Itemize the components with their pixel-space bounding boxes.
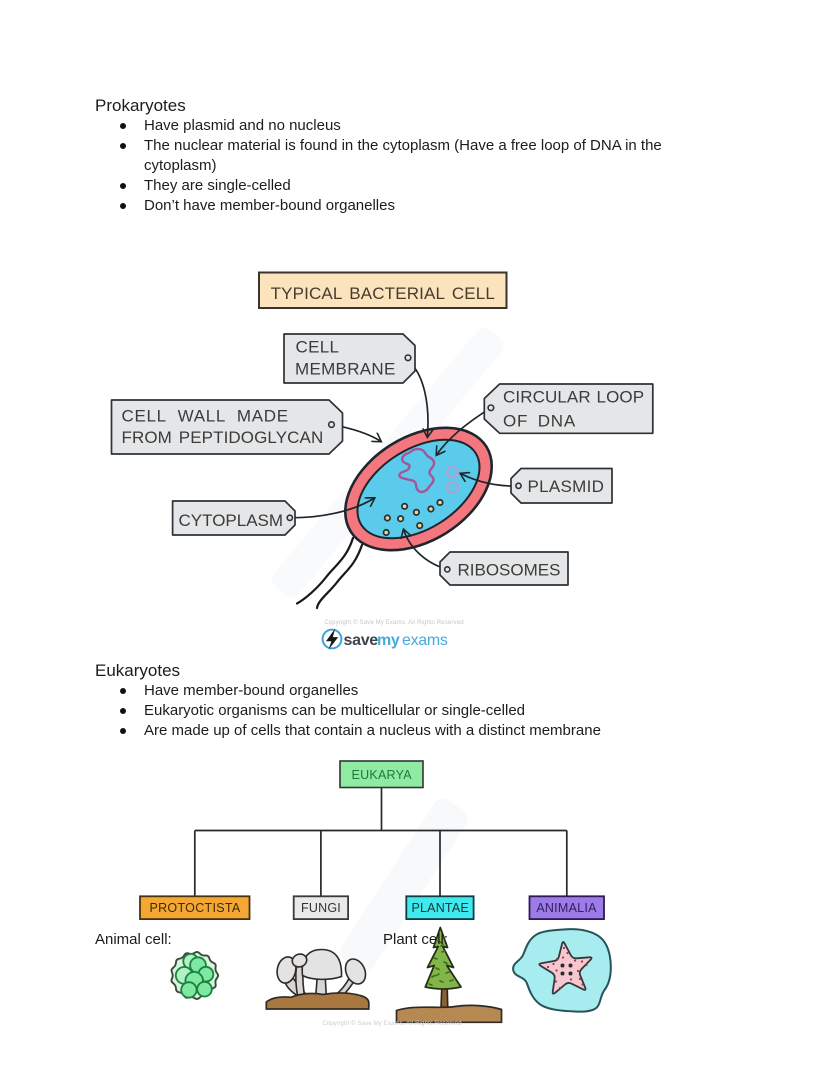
svg-text:OF DNA: OF DNA bbox=[503, 412, 576, 431]
svg-text:exams: exams bbox=[402, 632, 448, 649]
svg-text:my: my bbox=[377, 632, 400, 649]
svg-text:Copyright © Save My Exams. All: Copyright © Save My Exams. All Rights Re… bbox=[324, 619, 463, 626]
svg-text:RIBOSOMES: RIBOSOMES bbox=[458, 561, 561, 580]
svg-text:EUKARYA: EUKARYA bbox=[352, 768, 413, 782]
svg-text:TYPICAL BACTERIAL CELL: TYPICAL BACTERIAL CELL bbox=[271, 284, 495, 303]
svg-text:PLANTAE: PLANTAE bbox=[411, 901, 468, 915]
svg-text:CIRCULAR LOOP: CIRCULAR LOOP bbox=[503, 388, 644, 407]
svg-text:PROTOCTISTA: PROTOCTISTA bbox=[149, 901, 240, 915]
svg-text:ANIMALIA: ANIMALIA bbox=[536, 901, 597, 915]
svg-text:CELL WALL MADE: CELL WALL MADE bbox=[122, 407, 289, 426]
svg-text:MEMBRANE: MEMBRANE bbox=[295, 360, 396, 379]
svg-text:CELL: CELL bbox=[296, 338, 340, 357]
svg-text:PLASMID: PLASMID bbox=[528, 477, 605, 496]
svg-text:Copyright © Save My Exams. All: Copyright © Save My Exams. All Rights Re… bbox=[322, 1020, 461, 1027]
svg-text:FROM PEPTIDOGLYCAN: FROM PEPTIDOGLYCAN bbox=[122, 428, 324, 447]
svg-text:save: save bbox=[344, 632, 379, 649]
svg-text:FUNGI: FUNGI bbox=[301, 901, 341, 915]
svg-text:CYTOPLASM: CYTOPLASM bbox=[179, 511, 284, 530]
